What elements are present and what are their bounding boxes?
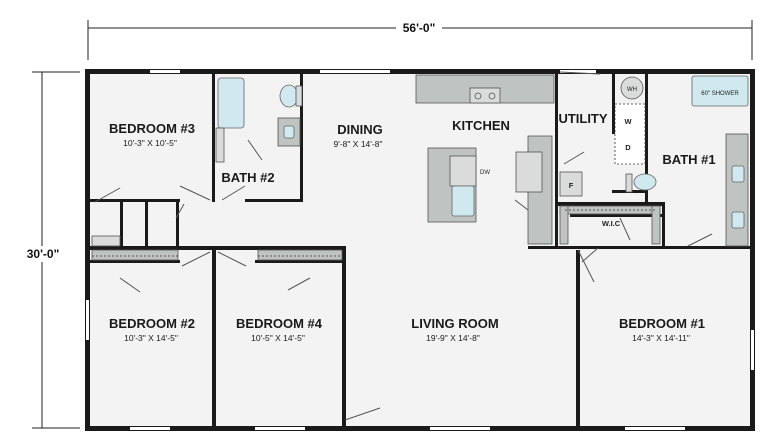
closet-shelves: [91, 205, 661, 261]
sink-icon-1: [731, 165, 745, 183]
bedroom2-dims: 10'-3" X 14'-5": [124, 333, 178, 343]
bath2-fixtures: [215, 77, 303, 163]
furnace-label: F: [569, 181, 574, 190]
sink-icon: [283, 125, 295, 139]
washer-dryer-area: [614, 103, 646, 165]
toilet-icon: [279, 84, 299, 108]
wic-name: W.I.C: [602, 219, 621, 228]
utility-name: UTILITY: [558, 111, 607, 126]
dryer-label: D: [625, 143, 631, 152]
width-dimension: 56'-0": [87, 20, 753, 60]
water-heater-icon: [620, 76, 644, 100]
exterior-walls: [85, 69, 755, 431]
wh-label: WH: [627, 87, 637, 93]
dw-label: DW: [480, 170, 490, 176]
room-labels: BEDROOM #3 10'-3" X 10'-5" BATH #2 DININ…: [109, 111, 716, 343]
toilet-icon-bath1: [633, 173, 657, 191]
bedroom4-name: BEDROOM #4: [236, 316, 323, 331]
kitchen-name: KITCHEN: [452, 118, 510, 133]
living-room-dims: 19'-9" X 14'-8": [426, 333, 480, 343]
bedroom1-dims: 14'-3" X 14'-11": [632, 333, 690, 343]
kitchen-sink-icon: [451, 185, 475, 217]
door-swings: [94, 71, 713, 421]
bath1-fixtures: [625, 75, 749, 247]
shower-label: 60" SHOWER: [701, 91, 739, 97]
utility-fixtures: [559, 76, 646, 197]
furnace-icon: [559, 171, 583, 197]
fixture-labels: DW WH W D F 60" SHOWER: [480, 87, 739, 190]
sink-icon-2: [731, 211, 745, 229]
depth-dimension: 30'-0": [20, 71, 80, 429]
bedroom2-name: BEDROOM #2: [109, 316, 195, 331]
bedroom4-dims: 10'-5" X 14'-5": [251, 333, 305, 343]
bath1-name: BATH #1: [662, 152, 715, 167]
bathtub-icon: [217, 77, 245, 129]
interior-walls: [90, 74, 750, 428]
washer-label: W: [624, 117, 632, 126]
depth-label: 30'-0": [27, 247, 60, 261]
dishwasher-icon: [449, 155, 477, 187]
shower-icon: [691, 75, 749, 107]
width-label: 56'-0": [403, 21, 436, 35]
refrigerator-icon: [515, 151, 543, 193]
bedroom3-dims: 10'-3" X 10'-5": [123, 138, 177, 148]
dining-name: DINING: [337, 122, 383, 137]
kitchen-fixtures: [415, 74, 555, 245]
bedroom3-name: BEDROOM #3: [109, 121, 195, 136]
bedroom1-name: BEDROOM #1: [619, 316, 705, 331]
double-vanity: [725, 133, 749, 247]
bath2-name: BATH #2: [221, 170, 274, 185]
dining-dims: 9'-8" X 14'-8": [334, 139, 383, 149]
range-icon: [469, 87, 501, 104]
living-room-name: LIVING ROOM: [411, 316, 498, 331]
